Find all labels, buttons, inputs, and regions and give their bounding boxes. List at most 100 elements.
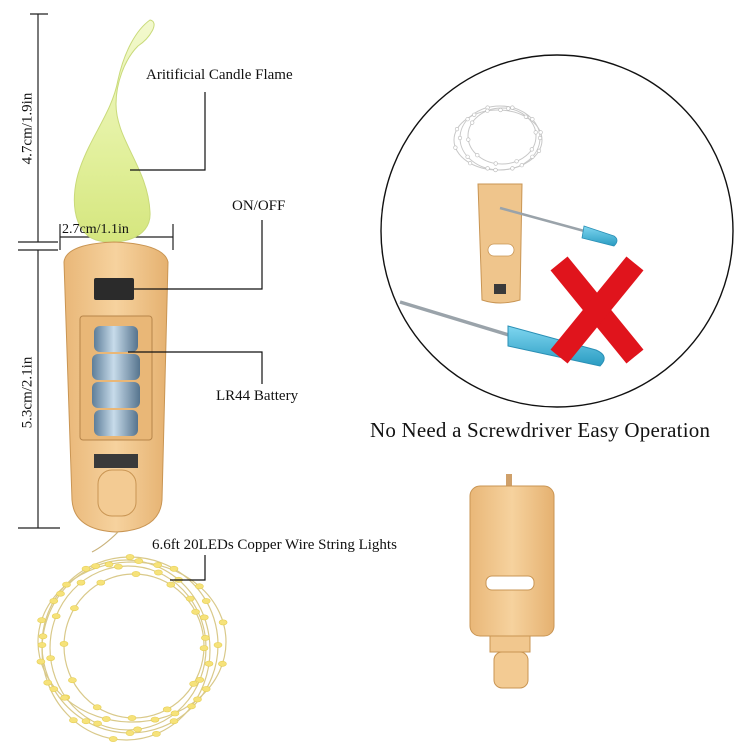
led-dots bbox=[36, 554, 228, 742]
led-bead bbox=[96, 579, 106, 586]
led-bead bbox=[36, 658, 46, 665]
mini-led-bead bbox=[530, 154, 535, 159]
mini-led-bead bbox=[468, 161, 473, 166]
led-bead bbox=[37, 617, 46, 624]
flame-label: Aritificial Candle Flame bbox=[146, 67, 293, 83]
mini-led-bead bbox=[498, 107, 503, 113]
inset-cork bbox=[477, 183, 523, 304]
mini-led-bead bbox=[533, 130, 538, 135]
leader-lines bbox=[128, 92, 263, 581]
led-bead bbox=[193, 696, 202, 703]
mini-led-bead bbox=[506, 106, 511, 111]
lights-label: 6.6ft 20LEDs Copper Wire String Lights bbox=[152, 537, 397, 553]
mini-led-bead bbox=[475, 153, 480, 158]
led-bead bbox=[218, 619, 228, 626]
led-bead bbox=[150, 716, 160, 723]
led-bead bbox=[102, 716, 111, 722]
mini-led-bead bbox=[454, 127, 460, 132]
red-cross-icon bbox=[550, 256, 644, 364]
mini-led-bead bbox=[472, 112, 477, 117]
mini-led-bead bbox=[470, 120, 475, 125]
led-bead bbox=[195, 677, 205, 683]
battery-label: LR44 Battery bbox=[216, 388, 299, 404]
led-bead bbox=[199, 645, 209, 651]
led-bead bbox=[133, 726, 142, 733]
led-bead bbox=[60, 694, 69, 701]
led-bead bbox=[76, 579, 86, 586]
led-bead bbox=[166, 581, 176, 588]
led-bead bbox=[81, 718, 91, 725]
led-bead bbox=[49, 686, 59, 692]
led-bead bbox=[127, 715, 137, 721]
mini-led-bead bbox=[493, 161, 498, 166]
led-bead bbox=[37, 642, 47, 648]
led-bead bbox=[56, 590, 65, 597]
mini-led-bead bbox=[510, 105, 515, 110]
led-bead bbox=[46, 655, 55, 661]
mini-led-bead bbox=[485, 108, 490, 113]
led-bead bbox=[200, 614, 209, 621]
led-bead bbox=[169, 565, 179, 572]
led-bead bbox=[92, 704, 102, 711]
led-bead bbox=[187, 703, 196, 710]
led-bead bbox=[114, 563, 123, 570]
led-bead bbox=[43, 679, 53, 686]
led-bead bbox=[70, 605, 79, 612]
cork-plug bbox=[469, 474, 555, 689]
inset-mini-leds bbox=[453, 105, 543, 173]
led-bead bbox=[201, 686, 211, 692]
led-bead bbox=[134, 558, 144, 564]
candle-flame bbox=[73, 19, 155, 243]
led-bead bbox=[170, 710, 180, 717]
inset-small-screwdriver bbox=[499, 206, 618, 247]
mini-led-bead bbox=[493, 167, 498, 173]
led-bead bbox=[185, 595, 195, 602]
mini-led-bead bbox=[519, 163, 524, 168]
mini-led-bead bbox=[529, 147, 534, 152]
mini-led-bead bbox=[510, 166, 515, 171]
mini-led-bead bbox=[514, 159, 519, 164]
led-bead bbox=[204, 660, 214, 667]
led-bead bbox=[213, 642, 223, 648]
led-bead bbox=[152, 731, 161, 737]
flame-height-label: 4.7cm/1.9in bbox=[19, 92, 36, 165]
led-bead bbox=[93, 720, 102, 727]
led-bead bbox=[38, 633, 48, 640]
led-bead bbox=[191, 608, 200, 615]
led-bead bbox=[201, 598, 211, 604]
mini-led-bead bbox=[466, 137, 471, 142]
mini-led-bead bbox=[485, 166, 490, 171]
led-bead bbox=[104, 561, 114, 568]
led-bead bbox=[195, 583, 204, 590]
led-bead bbox=[68, 677, 77, 684]
led-bead bbox=[201, 635, 210, 641]
led-bead bbox=[131, 571, 141, 577]
led-bead bbox=[49, 598, 59, 604]
led-bead bbox=[59, 641, 69, 647]
mini-led-bead bbox=[457, 135, 463, 141]
mini-led-bead bbox=[538, 130, 543, 135]
width-dimension-label: 2.7cm/1.1in bbox=[62, 222, 129, 237]
led-bead bbox=[154, 569, 163, 576]
led-bead bbox=[81, 565, 91, 572]
led-bead bbox=[153, 562, 162, 568]
mini-led-bead bbox=[453, 145, 458, 150]
led-bead bbox=[125, 730, 135, 736]
led-bead bbox=[162, 706, 172, 713]
mini-led-bead bbox=[530, 117, 535, 122]
mini-led-bead bbox=[536, 148, 542, 153]
mini-led-bead bbox=[465, 117, 470, 122]
mini-led-bead bbox=[537, 135, 543, 141]
led-bead bbox=[169, 718, 179, 725]
mini-led-bead bbox=[523, 114, 529, 119]
no-screwdriver-caption: No Need a Screwdriver Easy Operation bbox=[370, 418, 711, 442]
battery-stack bbox=[92, 326, 140, 436]
led-bead bbox=[91, 563, 100, 569]
mini-led-bead bbox=[465, 154, 470, 159]
on-off-switch[interactable] bbox=[94, 278, 134, 300]
switch-label: ON/OFF bbox=[232, 198, 286, 214]
led-bead bbox=[51, 613, 61, 619]
led-bead bbox=[108, 736, 118, 742]
